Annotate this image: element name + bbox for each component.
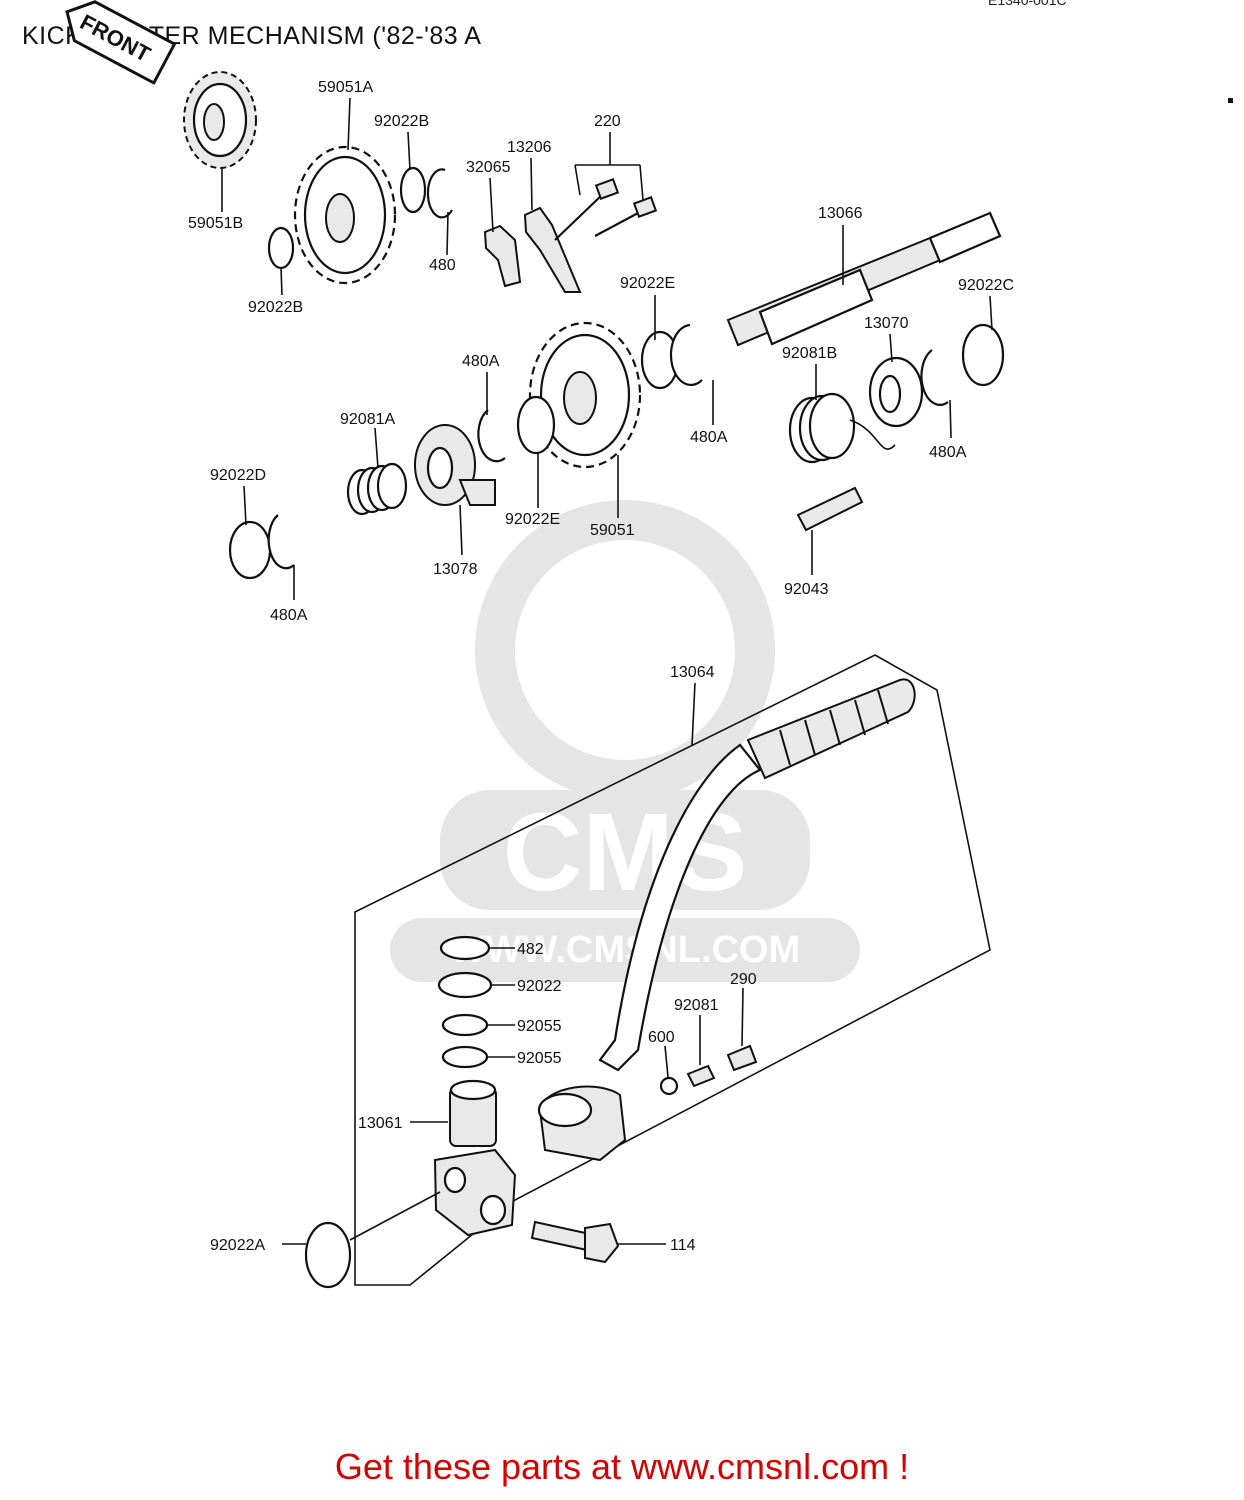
label-13061: 13061 [358, 1115, 403, 1132]
washer-92022B-bottom [267, 226, 295, 270]
washer-92022A [304, 1221, 352, 1289]
circlip-480A-mid [477, 409, 506, 463]
label-13070: 13070 [864, 315, 909, 332]
label-92022: 92022 [517, 978, 562, 995]
bolts-220 [554, 178, 658, 241]
label-59051A: 59051A [318, 79, 373, 96]
label-13078: 13078 [433, 561, 478, 578]
watermark-url: WWW.CMSNL.COM [450, 929, 800, 971]
label-32065: 32065 [466, 159, 511, 176]
leader-lines [221, 97, 993, 1245]
label-480: 480 [429, 257, 456, 274]
pin-92043 [796, 486, 864, 532]
label-290: 290 [730, 971, 757, 988]
label-92022B-bottom: 92022B [248, 299, 303, 316]
label-92022E-mid: 92022E [505, 511, 560, 528]
label-13064: 13064 [670, 664, 715, 681]
oring-92055-a [441, 1013, 489, 1037]
washer-92022C [961, 323, 1005, 387]
label-92022E-top: 92022E [620, 275, 675, 292]
watermark-badge [440, 790, 810, 910]
label-480A-top: 480A [462, 353, 500, 370]
shaft-13066 [726, 211, 1002, 347]
bolt-114 [530, 1220, 620, 1264]
footer-promo-text: Get these parts at www.cmsnl.com ! [334, 1446, 910, 1487]
label-59051: 59051 [590, 522, 635, 539]
speck [1228, 98, 1233, 103]
label-480A-bottom: 480A [270, 607, 308, 624]
label-13066: 13066 [818, 205, 863, 222]
gear-59051B [183, 71, 257, 169]
ratchet-13078 [414, 424, 496, 506]
washer-92022D [228, 520, 272, 580]
label-59051B: 59051B [188, 215, 243, 232]
spring-92081 [686, 1064, 716, 1088]
ball-600 [659, 1076, 679, 1096]
label-92043: 92043 [784, 581, 829, 598]
front-arrow-sign: FRONT [65, 0, 177, 85]
spring-92081A [346, 462, 408, 516]
plate-32065 [483, 224, 522, 288]
kick-lever-box [354, 654, 991, 1286]
label-480A-mid: 480A [690, 429, 728, 446]
label-92081: 92081 [674, 997, 719, 1014]
guide-13070 [868, 356, 924, 428]
label-92022A: 92022A [210, 1237, 265, 1254]
watermark-url-pill [390, 918, 860, 982]
label-92022D: 92022D [210, 467, 266, 484]
gear-59051 [528, 321, 642, 469]
label-482: 482 [517, 941, 544, 958]
oring-92055-b [441, 1045, 489, 1069]
washer-92022 [437, 971, 493, 999]
label-114: 114 [670, 1237, 696, 1254]
diagram-code: E1340-001C [988, 0, 1067, 8]
circlip-480 [426, 168, 453, 219]
plate-13206 [523, 206, 582, 293]
label-92081A: 92081A [340, 411, 395, 428]
label-480A-right: 480A [929, 444, 967, 461]
spring-92081B [788, 392, 896, 464]
circlip-480A-bottom [267, 514, 295, 570]
circlip-480A-top [669, 323, 703, 387]
label-13206: 13206 [507, 139, 552, 156]
part-labels: 59051A 92022B 220 13206 32065 59051B 480… [188, 79, 1014, 1254]
label-92022C: 92022C [958, 277, 1014, 294]
label-92081B: 92081B [782, 345, 837, 362]
label-600: 600 [648, 1029, 675, 1046]
hub-13061 [433, 1079, 517, 1237]
cms-watermark: CMS WWW.CMSNL.COM [390, 500, 860, 982]
washer-92022B-top [399, 166, 427, 214]
label-92055-a: 92055 [517, 1018, 562, 1035]
gear-59051A [293, 145, 397, 285]
circlip-482 [439, 935, 491, 961]
label-92022B-top: 92022B [374, 113, 429, 130]
label-220: 220 [594, 113, 621, 130]
circlip-480A-right [920, 349, 949, 406]
watermark-mascot-face [515, 540, 735, 760]
washer-92022E-mid [516, 395, 556, 455]
cap-290 [726, 1044, 758, 1072]
kick-lever-13064 [537, 678, 916, 1162]
label-92055-b: 92055 [517, 1050, 562, 1067]
